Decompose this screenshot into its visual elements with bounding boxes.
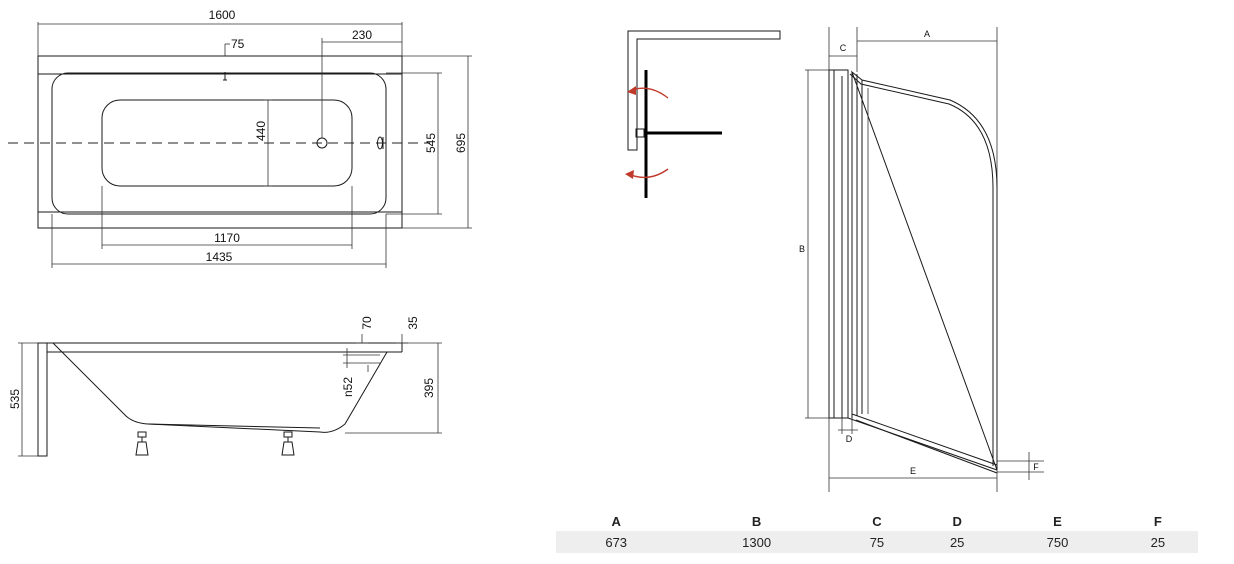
spec-header-a: A <box>611 514 621 529</box>
label-f: F <box>1033 462 1039 472</box>
spec-table-header-row: A B C D E F <box>556 512 1198 531</box>
dim-length-1435: 1435 <box>206 250 233 264</box>
label-c: C <box>840 43 847 53</box>
spec-value-b: 1300 <box>676 531 837 553</box>
hinge-icon <box>635 128 645 138</box>
spec-header-e: E <box>1053 514 1062 529</box>
bathtub-side-view: 535 70 35 n52 395 <box>8 316 442 457</box>
screen-plan-view <box>625 30 781 198</box>
bathtub-foot-left <box>135 431 149 456</box>
bathtub-body-profile <box>52 342 388 433</box>
label-b: B <box>799 244 805 254</box>
wall-corner <box>627 30 781 151</box>
bathtub-foot-right <box>281 431 295 456</box>
spec-value-e: 750 <box>997 531 1118 553</box>
dim-width-545: 545 <box>424 133 438 153</box>
bathtub-top-view: 1600 75 230 440 545 695 1170 1435 <box>8 8 472 268</box>
bathtub-outer-rim <box>37 55 403 229</box>
label-e: E <box>910 466 916 476</box>
screen-front-view: A C B D E <box>799 27 1044 492</box>
bathtub-end-panel <box>37 342 48 457</box>
spec-header-b: B <box>751 514 762 529</box>
dim-n52: n52 <box>341 377 355 397</box>
dim-inner-width: 440 <box>254 121 268 141</box>
glass-panel-outline <box>850 70 998 471</box>
label-d: D <box>846 434 853 444</box>
dimension-spec-table: A B C D E F 673 1300 75 25 750 25 <box>556 512 1198 553</box>
spec-value-a: 673 <box>556 531 677 553</box>
label-a: A <box>924 29 930 39</box>
dim-drain-offset: 230 <box>352 28 372 42</box>
spec-table-value-row: 673 1300 75 25 750 25 <box>556 531 1198 553</box>
spec-value-c: 75 <box>836 531 918 553</box>
dim-offset: 75 <box>231 37 245 51</box>
dim-inner-length: 1170 <box>214 231 240 245</box>
spec-header-d: D <box>952 514 962 529</box>
dim-35: 35 <box>406 316 420 330</box>
dim-depth: 395 <box>422 378 436 398</box>
spec-header-c: C <box>872 514 882 529</box>
dim-height: 535 <box>8 389 22 409</box>
rotation-arrow-down <box>630 168 669 179</box>
dim-70: 70 <box>360 316 374 330</box>
dim-width-695: 695 <box>454 133 468 153</box>
dim-length: 1600 <box>209 8 236 22</box>
spec-value-d: 25 <box>917 531 998 553</box>
spec-header-f: F <box>1153 514 1162 529</box>
wall-profile <box>828 69 849 419</box>
spec-value-f: 25 <box>1117 531 1198 553</box>
